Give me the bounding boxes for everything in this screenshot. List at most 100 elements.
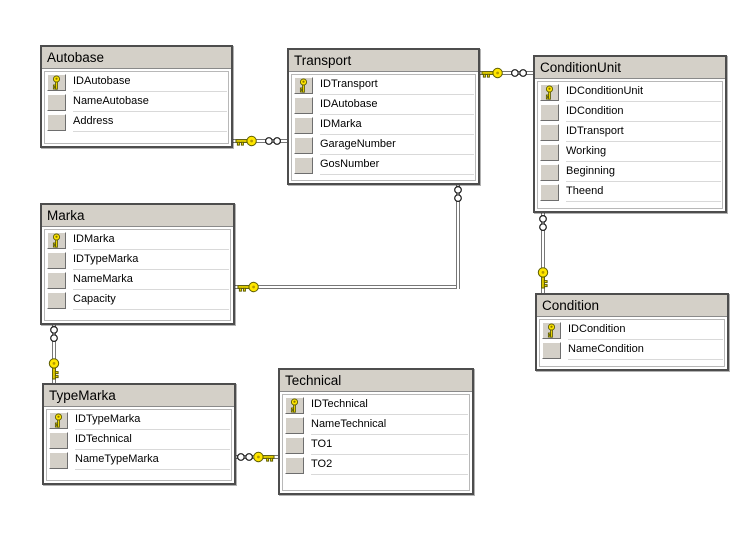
column-row-idtransport[interactable]: IDTransport (292, 75, 475, 95)
column-name: IDConditionUnit (566, 82, 721, 102)
column-row-gosnumber[interactable]: GosNumber (292, 155, 475, 175)
table-title[interactable]: Technical (280, 370, 472, 392)
column-name: NameAutobase (73, 92, 227, 112)
relationship-line-marka-transport[interactable] (456, 183, 460, 289)
column-row-idautobase[interactable]: IDAutobase (45, 72, 228, 92)
column-row-to2[interactable]: TO2 (283, 455, 469, 475)
relationship-one-key-icon (236, 280, 260, 294)
column-name: Beginning (566, 162, 721, 182)
column-selector-cell (47, 113, 66, 131)
column-name: NameCondition (568, 340, 723, 360)
column-row-theend[interactable]: Theend (538, 182, 722, 202)
table-title[interactable]: ConditionUnit (535, 57, 725, 79)
column-name: IDTypeMarka (73, 250, 229, 270)
relationship-one-key-icon (536, 266, 550, 290)
column-row-idmarka[interactable]: IDMarka (45, 230, 230, 250)
table-title[interactable]: Transport (289, 50, 478, 72)
relationship-line-marka-transport[interactable] (233, 285, 460, 289)
column-selector-cell (540, 163, 559, 181)
column-name: IDTransport (566, 122, 721, 142)
relationship-many-infinity-icon (538, 214, 548, 232)
column-selector-cell (294, 96, 313, 114)
table-title[interactable]: Condition (537, 295, 727, 317)
column-name: GarageNumber (320, 135, 474, 155)
column-row-idtransport[interactable]: IDTransport (538, 122, 722, 142)
column-name: IDTechnical (311, 395, 468, 415)
primary-key-icon (542, 321, 561, 339)
relationship-many-infinity-icon (236, 452, 254, 462)
column-row-nametypemarka[interactable]: NameTypeMarka (47, 450, 231, 470)
column-row-idcondition[interactable]: IDCondition (538, 102, 722, 122)
relationship-line-typemarka-marka[interactable] (52, 322, 56, 385)
column-name: IDCondition (566, 102, 721, 122)
relationship-line-condition-conditionunit[interactable] (541, 211, 545, 295)
column-name: IDTransport (320, 75, 474, 95)
column-name: NameTypeMarka (75, 450, 230, 470)
column-selector-cell (540, 123, 559, 141)
primary-key-icon (49, 411, 68, 429)
column-name: GosNumber (320, 155, 474, 175)
column-name: IDAutobase (73, 72, 227, 92)
relationship-line-autobase-transport[interactable] (231, 139, 289, 143)
relationship-line-transport-conditionunit[interactable] (478, 71, 535, 75)
column-row-beginning[interactable]: Beginning (538, 162, 722, 182)
column-selector-cell (294, 116, 313, 134)
table-title[interactable]: Autobase (42, 47, 231, 69)
column-row-idmarka[interactable]: IDMarka (292, 115, 475, 135)
column-selector-cell (285, 456, 304, 474)
column-selector-cell (542, 341, 561, 359)
column-selector-cell (540, 183, 559, 201)
column-name: TO2 (311, 455, 468, 475)
column-row-namecondition[interactable]: NameCondition (540, 340, 724, 360)
column-row-garagenumber[interactable]: GarageNumber (292, 135, 475, 155)
column-name: IDTypeMarka (75, 410, 230, 430)
column-row-idtechnical[interactable]: IDTechnical (47, 430, 231, 450)
relationship-one-key-icon (252, 450, 276, 464)
column-row-idcondition[interactable]: IDCondition (540, 320, 724, 340)
table-title[interactable]: Marka (42, 205, 233, 227)
column-name: IDMarka (73, 230, 229, 250)
relationship-one-key-icon (480, 66, 504, 80)
column-row-nameautobase[interactable]: NameAutobase (45, 92, 228, 112)
column-name: IDCondition (568, 320, 723, 340)
column-name: TO1 (311, 435, 468, 455)
column-row-working[interactable]: Working (538, 142, 722, 162)
column-row-namemarka[interactable]: NameMarka (45, 270, 230, 290)
column-row-idtechnical[interactable]: IDTechnical (283, 395, 469, 415)
column-row-capacity[interactable]: Capacity (45, 290, 230, 310)
column-selector-cell (47, 251, 66, 269)
primary-key-icon (540, 83, 559, 101)
primary-key-icon (294, 76, 313, 94)
column-selector-cell (49, 451, 68, 469)
table-title[interactable]: TypeMarka (44, 385, 234, 407)
primary-key-icon (285, 396, 304, 414)
column-selector-cell (47, 93, 66, 111)
column-row-idconditionunit[interactable]: IDConditionUnit (538, 82, 722, 102)
column-row-nametechnical[interactable]: NameTechnical (283, 415, 469, 435)
column-row-address[interactable]: Address (45, 112, 228, 132)
column-row-idtypemarka[interactable]: IDTypeMarka (45, 250, 230, 270)
column-row-idautobase[interactable]: IDAutobase (292, 95, 475, 115)
column-selector-cell (294, 156, 313, 174)
column-row-idtypemarka[interactable]: IDTypeMarka (47, 410, 231, 430)
column-name: NameTechnical (311, 415, 468, 435)
relationship-many-infinity-icon (453, 185, 463, 203)
column-row-to1[interactable]: TO1 (283, 435, 469, 455)
column-name: IDMarka (320, 115, 474, 135)
relationship-one-key-icon (234, 134, 258, 148)
